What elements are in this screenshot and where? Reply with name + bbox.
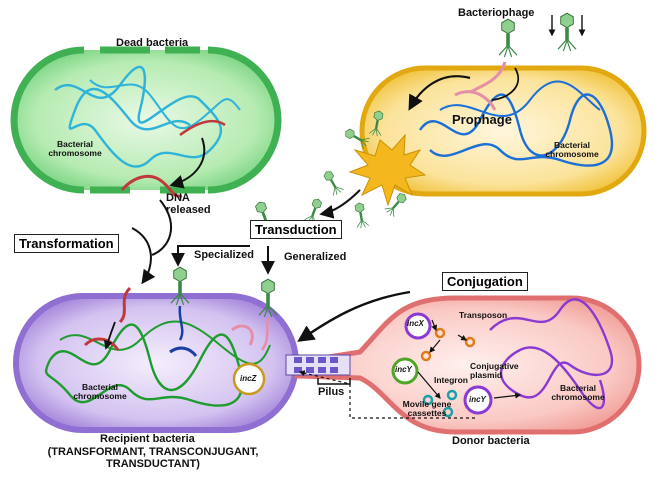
bacteriophage-label: Bacteriophage — [458, 7, 535, 19]
movile-gene-cassettes-label: Movile gene cassettes — [402, 399, 452, 418]
specialized-label: Specialized — [194, 249, 254, 261]
conjugative-plasmid-label: Conjugative plasmid — [470, 361, 519, 380]
recipient-types-label: (TRANSFORMANT, TRANSCONJUGANT, TRANSDUCT… — [47, 446, 259, 470]
incy-plasmid-label: incY — [469, 395, 486, 404]
dead-bacteria-chromosome-label: Bacterial chromosome — [48, 139, 102, 158]
incz-label: incZ — [240, 374, 257, 383]
generalized-label: Generalized — [284, 251, 347, 263]
recipient-chromosome-label: Bacterial chromosome — [73, 382, 127, 401]
recipient-bacteria-label: Recipient bacteria — [100, 433, 195, 445]
dead-bacteria-cell — [10, 46, 282, 194]
donor-chromosome-label: Bacterial chromosome — [551, 383, 605, 402]
dead-bacteria-label: Dead bacteria — [116, 37, 189, 49]
donor-bacteria-label: Donor bacteria — [452, 435, 530, 447]
transposon-label: Transposon — [459, 310, 508, 320]
released-dna-fragment — [120, 174, 183, 198]
prophage-label: Prophage — [452, 112, 512, 127]
integron-label: Integron — [434, 375, 468, 385]
dna-released-label: DNA released — [166, 192, 211, 216]
bacteriophage-icons — [498, 12, 586, 58]
transduction-label: Transduction — [250, 220, 342, 239]
recipient-bacteria-cell — [13, 293, 299, 433]
pilus — [285, 354, 351, 376]
pilus-label: Pilus — [318, 386, 345, 398]
conjugation-label: Conjugation — [442, 272, 528, 291]
incx-label: incX — [407, 319, 424, 328]
lysis-burst — [252, 109, 427, 233]
transformation-label: Transformation — [14, 234, 119, 253]
infected-bacteria-cell — [359, 65, 647, 197]
incy-integron-label: incY — [395, 365, 412, 374]
infected-bacteria-chromosome-label: Bacterial chromosome — [545, 140, 599, 159]
donor-bacteria-cell — [294, 295, 642, 435]
